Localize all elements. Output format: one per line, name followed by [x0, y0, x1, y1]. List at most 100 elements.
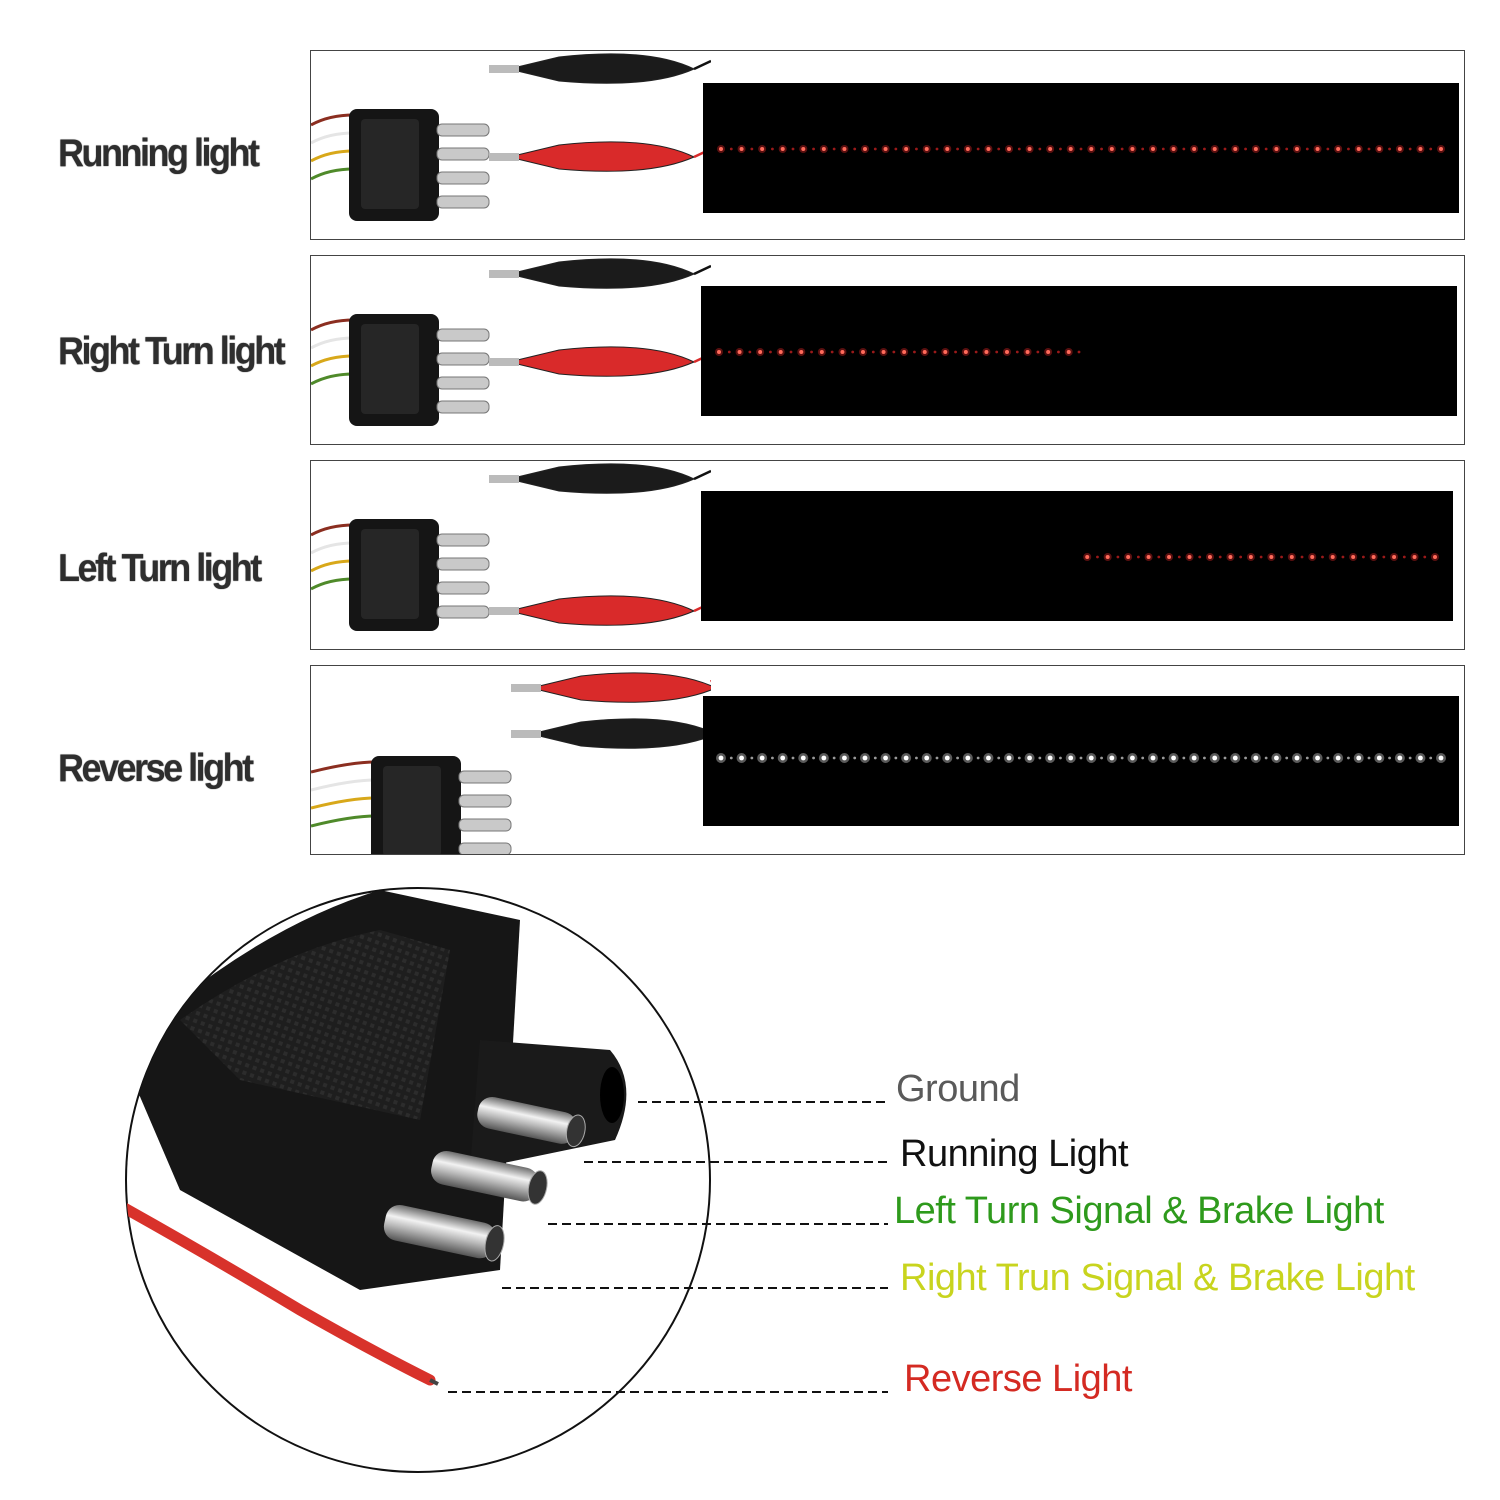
led-dot — [1146, 555, 1151, 559]
led-dot — [1109, 147, 1114, 151]
led-dot-small — [727, 350, 731, 354]
led-dot-small — [729, 756, 733, 760]
led-dot — [1027, 755, 1032, 761]
led-dot — [986, 147, 991, 151]
led-dot-small — [1017, 147, 1021, 151]
wire-lead — [311, 113, 355, 127]
led-dot-small — [1038, 756, 1042, 760]
led-dot — [861, 350, 865, 354]
led-dot-small — [1259, 555, 1263, 559]
led-dot — [1007, 147, 1011, 151]
led-dot-small — [1198, 555, 1202, 559]
led-dot-small — [729, 147, 733, 151]
led-dot — [1068, 755, 1074, 761]
led-dot-small — [853, 756, 857, 760]
led-dot-small — [750, 147, 754, 151]
led-dot — [1351, 555, 1356, 559]
row-label-left-turn: Left Turn light — [58, 545, 262, 590]
led-dot-small — [1223, 147, 1227, 151]
wire-lead — [311, 354, 355, 368]
led-dot — [1274, 755, 1279, 761]
led-dot — [1356, 755, 1362, 761]
led-dot — [1187, 555, 1192, 559]
led-dot — [1336, 147, 1341, 151]
panel-left-turn — [310, 460, 1465, 650]
wire-lead — [311, 796, 377, 810]
wire-lead — [311, 577, 355, 591]
led-dot — [883, 755, 888, 761]
led-dot — [780, 755, 786, 761]
led-dot-small — [1285, 756, 1289, 760]
led-dot — [1212, 755, 1218, 761]
connector-grip-texture — [180, 930, 450, 1120]
led-dot — [1253, 755, 1259, 761]
led-dot-small — [935, 147, 939, 151]
led-dot-small — [1239, 555, 1243, 559]
black-alligator-clip — [511, 718, 711, 749]
connector-pin — [436, 123, 490, 137]
led-dot — [739, 755, 744, 761]
led-dot — [965, 147, 970, 151]
wire-lead — [311, 372, 355, 386]
row-label-right-turn: Right Turn light — [58, 328, 286, 373]
led-dot-small — [1402, 555, 1406, 559]
led-dot-small — [1305, 756, 1309, 760]
led-dot-small — [1244, 756, 1247, 760]
led-dot-small — [976, 147, 980, 151]
led-dot-small — [1305, 147, 1309, 151]
connector-pin — [436, 581, 490, 595]
led-dot — [1253, 147, 1258, 151]
led-dot — [965, 755, 971, 761]
led-dot — [1248, 555, 1253, 559]
led-dot — [1289, 555, 1294, 559]
led-dot — [922, 350, 927, 354]
black-alligator-clip — [489, 258, 711, 289]
led-dot — [1025, 350, 1030, 354]
connector-pin — [436, 376, 490, 390]
led-dot — [1130, 147, 1135, 151]
led-dot — [944, 755, 950, 761]
connector-pin — [436, 328, 490, 342]
led-strip-reverse — [703, 696, 1459, 826]
led-dot — [1335, 755, 1341, 761]
led-dot — [1377, 147, 1382, 151]
wire-lead — [311, 318, 355, 332]
led-dot-small — [812, 147, 815, 151]
row-label-reverse: Reverse light — [58, 745, 254, 790]
led-dot-small — [1423, 555, 1427, 559]
led-dot — [863, 147, 867, 151]
led-dot-small — [1388, 756, 1391, 760]
led-dot-small — [1300, 555, 1304, 559]
red-alligator-clip — [489, 141, 711, 172]
connector-pin — [458, 818, 512, 832]
led-dot — [1397, 755, 1403, 761]
led-dot — [801, 147, 806, 151]
row-label-running: Running light — [58, 130, 260, 175]
led-dot-small — [771, 147, 774, 151]
connector-pin — [436, 352, 490, 366]
led-dot — [739, 147, 744, 151]
led-dot-small — [974, 350, 978, 354]
led-dot-small — [1079, 756, 1083, 760]
led-dot — [717, 350, 721, 354]
pin-running — [477, 1096, 586, 1148]
led-dot-small — [1218, 555, 1222, 559]
led-dot — [963, 350, 968, 354]
wire-lead — [311, 559, 355, 573]
led-dot-small — [1036, 350, 1040, 354]
led-dot — [737, 350, 742, 354]
led-dot-small — [812, 756, 815, 760]
led-dot-small — [915, 756, 918, 760]
led-dot-small — [1326, 756, 1330, 760]
led-dot — [904, 147, 909, 151]
led-dot-small — [954, 350, 957, 354]
led-dot — [984, 350, 989, 354]
led-dot-small — [771, 756, 774, 760]
led-dot — [1068, 147, 1073, 151]
led-dot — [1171, 755, 1176, 761]
led-dot — [1295, 147, 1299, 151]
connector-pin — [436, 171, 490, 185]
led-dot-small — [935, 756, 939, 760]
black-alligator-clip — [489, 463, 711, 494]
reverse-wire-tip — [429, 1378, 439, 1386]
